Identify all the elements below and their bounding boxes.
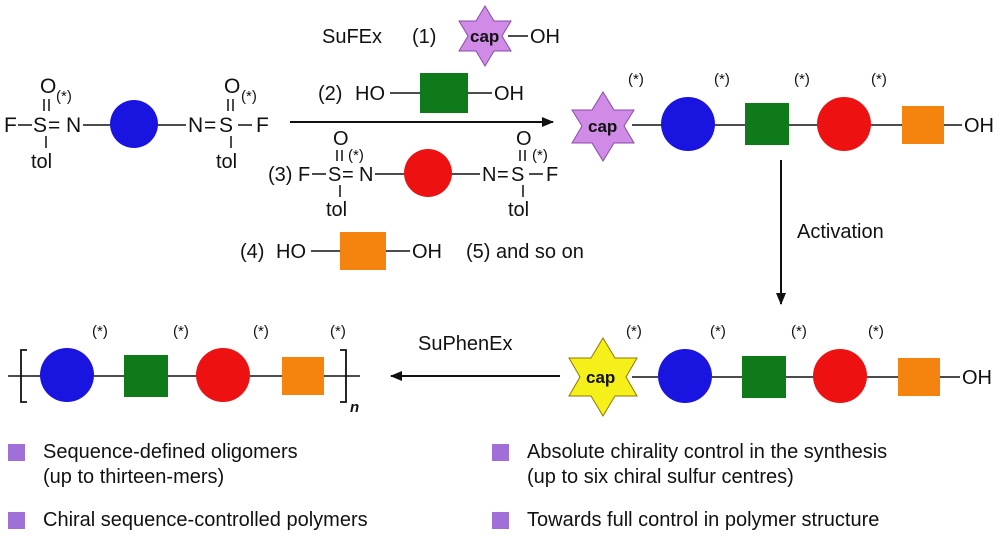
chiral-marker: (*) bbox=[871, 71, 887, 88]
green-square-monomer bbox=[124, 355, 168, 397]
sulfur-label: S bbox=[33, 114, 47, 137]
step-4-label: (4) bbox=[240, 241, 264, 263]
step-1-label: (1) bbox=[412, 26, 436, 48]
blue-circle-monomer bbox=[658, 349, 712, 403]
tol-label: tol bbox=[508, 199, 529, 221]
step-5-label: (5) and so on bbox=[466, 241, 584, 263]
cap-label: cap bbox=[586, 368, 615, 387]
chiral-marker: (*) bbox=[710, 323, 726, 340]
red-circle-monomer bbox=[196, 348, 250, 402]
green-square-monomer bbox=[745, 103, 789, 145]
cap-purple-reagent: cap OH bbox=[458, 5, 560, 67]
chiral-marker: (*) bbox=[532, 147, 548, 164]
sufex-label: SuFEx bbox=[322, 26, 382, 48]
chiral-marker: (*) bbox=[348, 147, 364, 164]
blue-circle-monomer bbox=[110, 100, 158, 148]
chiral-marker: (*) bbox=[173, 323, 189, 340]
orange-square-monomer bbox=[898, 358, 940, 396]
chiral-marker: (*) bbox=[628, 71, 644, 88]
hydroxyl-label: OH bbox=[962, 367, 992, 389]
nitrogen-label: N bbox=[359, 164, 373, 186]
double-bond-sign: = bbox=[497, 164, 509, 186]
cap-label: cap bbox=[588, 117, 617, 136]
red-circle-monomer bbox=[817, 97, 871, 151]
green-square-monomer bbox=[742, 356, 786, 398]
chiral-marker: (*) bbox=[714, 71, 730, 88]
chiral-marker: (*) bbox=[92, 323, 108, 340]
nitrogen-label: N bbox=[66, 114, 81, 137]
sulfur-label: S bbox=[511, 164, 524, 186]
oxygen-label: O bbox=[40, 75, 56, 98]
monomer-sulfonimidoyl-fluoride-blue: F S O (*) = N tol N = S O (*) F tol bbox=[4, 75, 269, 173]
tol-label: tol bbox=[216, 151, 237, 173]
double-bond-sign: = bbox=[204, 114, 216, 137]
nitrogen-label: N bbox=[482, 164, 496, 186]
diol-orange-reagent: HO OH bbox=[276, 232, 442, 270]
polymer-repeat-unit: n (*) (*) (*) (*) bbox=[8, 323, 360, 416]
hydroxyl-label: OH bbox=[964, 115, 994, 137]
capped-oligomer-top: cap OH (*) (*) (*) (*) bbox=[571, 71, 994, 162]
sulfur-label: S bbox=[219, 114, 233, 137]
suphenex-label: SuPhenEx bbox=[418, 333, 513, 355]
monomer-sulfonimidoyl-fluoride-red: F S O (*) = N tol N = S O (*) F tol bbox=[298, 128, 558, 221]
red-circle-monomer bbox=[813, 349, 867, 403]
step-2-label: (2) bbox=[318, 83, 342, 105]
sulfur-label: S bbox=[328, 164, 341, 186]
blue-circle-monomer bbox=[661, 97, 715, 151]
tol-label: tol bbox=[31, 151, 52, 173]
double-bond-sign: = bbox=[48, 114, 60, 137]
diol-green-reagent: HO OH bbox=[355, 73, 524, 113]
chiral-marker: (*) bbox=[241, 88, 257, 105]
orange-square-monomer bbox=[340, 232, 386, 270]
chiral-marker: (*) bbox=[794, 71, 810, 88]
chiral-marker: (*) bbox=[868, 323, 884, 340]
green-square-monomer bbox=[420, 73, 468, 113]
hydroxyl-label: HO bbox=[355, 83, 385, 105]
blue-circle-monomer bbox=[40, 348, 94, 402]
chiral-marker: (*) bbox=[253, 323, 269, 340]
hydroxyl-label: OH bbox=[412, 241, 442, 263]
hydroxyl-label: HO bbox=[276, 241, 306, 263]
hydroxyl-label: OH bbox=[494, 83, 524, 105]
fluorine-label: F bbox=[298, 164, 310, 186]
orange-square-monomer bbox=[282, 357, 324, 395]
cap-label: cap bbox=[470, 27, 499, 46]
activation-label: Activation bbox=[797, 221, 884, 243]
orange-square-monomer bbox=[902, 106, 944, 144]
red-circle-monomer bbox=[404, 149, 452, 197]
tol-label: tol bbox=[326, 199, 347, 221]
cap-star-icon bbox=[568, 337, 638, 417]
fluorine-label: F bbox=[546, 164, 558, 186]
chiral-marker: (*) bbox=[791, 323, 807, 340]
fluorine-label: F bbox=[256, 114, 269, 137]
chiral-marker: (*) bbox=[330, 323, 346, 340]
nitrogen-label: N bbox=[188, 114, 203, 137]
hydroxyl-label: OH bbox=[530, 26, 560, 48]
left-bracket bbox=[20, 349, 27, 403]
activated-oligomer: cap OH (*) (*) (*) (*) bbox=[568, 323, 992, 417]
oxygen-label: O bbox=[333, 128, 349, 150]
oxygen-label: O bbox=[224, 75, 240, 98]
repeat-count-n: n bbox=[350, 399, 359, 416]
cap-star-icon bbox=[571, 91, 635, 162]
chiral-marker: (*) bbox=[626, 323, 642, 340]
chiral-marker: (*) bbox=[56, 88, 72, 105]
double-bond-sign: = bbox=[342, 164, 354, 186]
cap-star-icon bbox=[458, 5, 512, 67]
fluorine-label: F bbox=[4, 114, 17, 137]
right-bracket bbox=[340, 349, 347, 403]
step-3-label: (3) bbox=[268, 164, 292, 186]
oxygen-label: O bbox=[516, 128, 532, 150]
